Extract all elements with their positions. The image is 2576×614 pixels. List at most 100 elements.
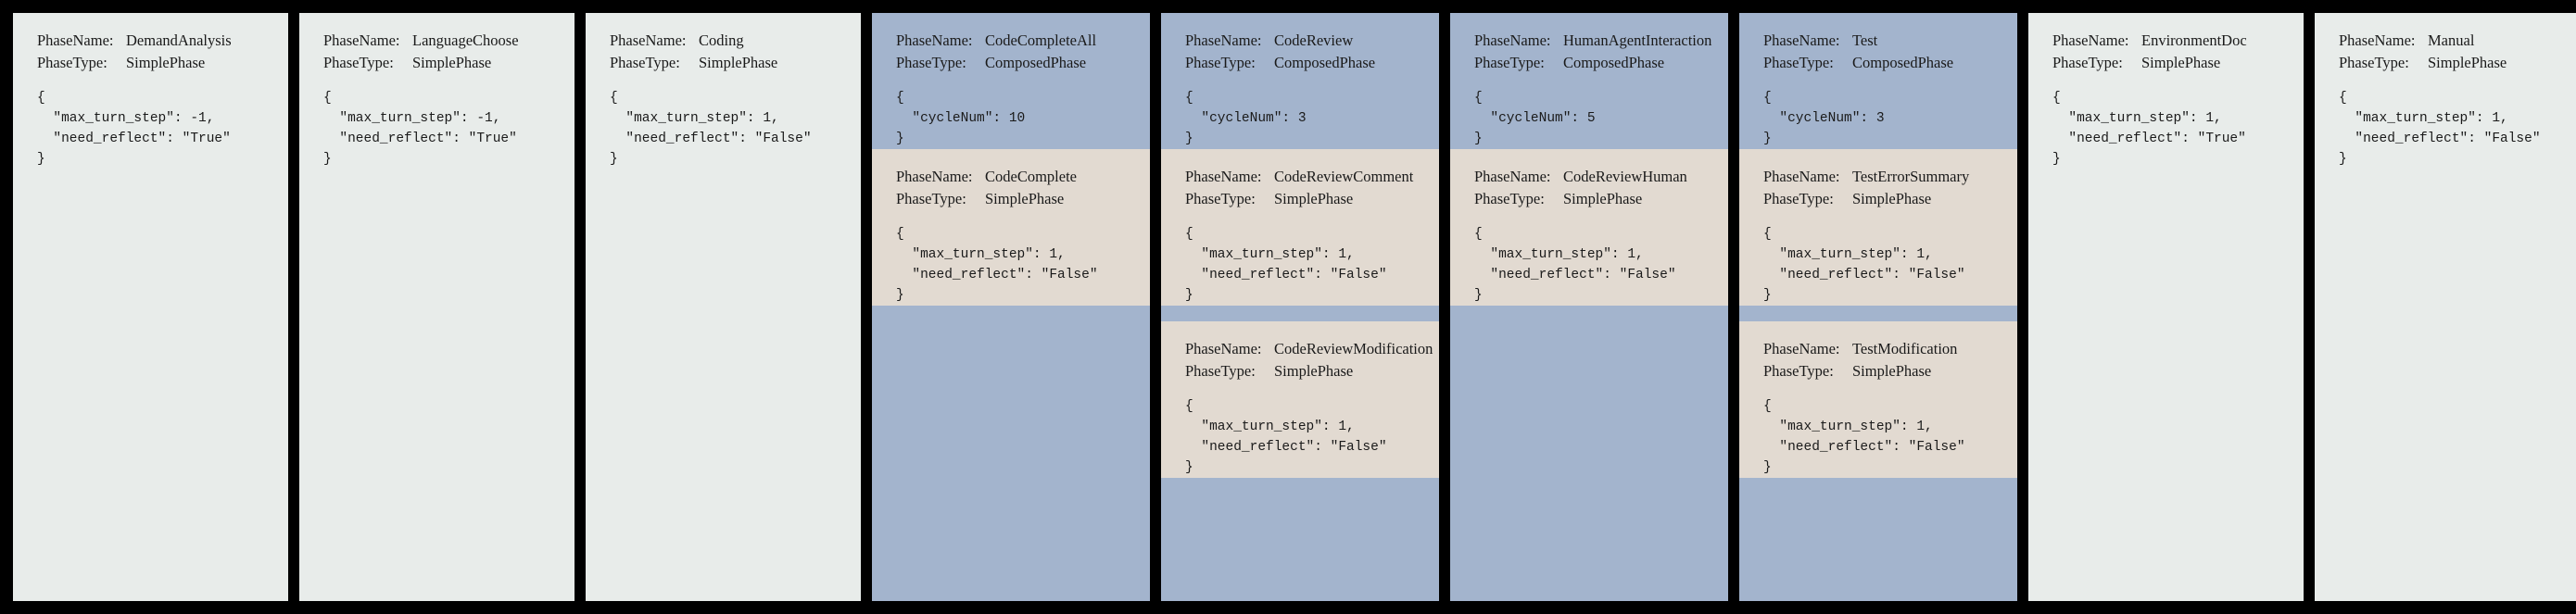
phase-config-json: { "max_turn_step": 1, "need_reflect": "F… bbox=[1474, 226, 1676, 303]
phase-type-key: PhaseType: bbox=[1763, 361, 1834, 380]
phase-panel-filler bbox=[299, 169, 575, 601]
phase-name-row: PhaseName: TestErrorSummary bbox=[1763, 166, 2017, 188]
phase-type-value: ComposedPhase bbox=[1852, 53, 1954, 71]
phase-type-key: PhaseType: bbox=[1763, 53, 1834, 71]
phase-config-json: { "cycleNum": 10 } bbox=[896, 90, 1026, 146]
phase-name-value: CodeReview bbox=[1274, 31, 1354, 49]
phase-name-key: PhaseName: bbox=[1763, 167, 1840, 185]
phase-name-value: Test bbox=[1852, 31, 1878, 49]
phase-type-row: PhaseType:SimplePhase bbox=[1763, 188, 2017, 210]
phase-name-key: PhaseName: bbox=[1185, 31, 1262, 49]
phase-name-value: HumanAgentInteraction bbox=[1563, 31, 1712, 49]
phase-config-json: { "cycleNum": 3 } bbox=[1185, 90, 1307, 146]
phase-type-key: PhaseType: bbox=[896, 189, 966, 207]
phase-type-value: ComposedPhase bbox=[1274, 53, 1376, 71]
phase-type-row: PhaseType:SimplePhase bbox=[1185, 360, 1439, 382]
phase-name-key: PhaseName: bbox=[2052, 31, 2129, 49]
phase-config-json: { "max_turn_step": 1, "need_reflect": "F… bbox=[896, 226, 1098, 303]
phase-type-row: PhaseType:SimplePhase bbox=[37, 52, 288, 74]
phase-name-key: PhaseName: bbox=[2339, 31, 2416, 49]
phase-type-row: PhaseType: SimplePhase bbox=[1185, 188, 1439, 210]
phase-type-value: SimplePhase bbox=[2141, 53, 2221, 71]
phase-type-key: PhaseType: bbox=[1763, 189, 1834, 207]
phase-config-json: { "max_turn_step": 1, "need_reflect": "F… bbox=[1763, 398, 1965, 475]
phase-name-row: PhaseName:CodeCompleteAll bbox=[896, 30, 1150, 52]
phase-config-json: { "max_turn_step": 1, "need_reflect": "F… bbox=[1185, 398, 1387, 475]
phase-type-row: PhaseType:ComposedPhase bbox=[1185, 52, 1439, 74]
phase-type-key: PhaseType: bbox=[2052, 53, 2123, 71]
phase-name-key: PhaseName: bbox=[323, 31, 400, 49]
phase-config-json: { "max_turn_step": 1, "need_reflect": "F… bbox=[1185, 226, 1387, 303]
phase-name-row: PhaseName:CodeReviewModification bbox=[1185, 338, 1439, 360]
phase-type-value: SimplePhase bbox=[1274, 189, 1354, 207]
phase-type-value: ComposedPhase bbox=[985, 53, 1087, 71]
phase-type-key: PhaseType: bbox=[896, 53, 966, 71]
phase-name-value: CodeReviewHuman bbox=[1563, 167, 1687, 185]
phase-name-value: LanguageChoose bbox=[412, 31, 519, 49]
phase-config-json: { "max_turn_step": 1, "need_reflect": "F… bbox=[2339, 90, 2541, 167]
phase-name-row: PhaseName:EnvironmentDoc bbox=[2052, 30, 2304, 52]
phase-type-row: PhaseType:SimplePhase bbox=[323, 52, 575, 74]
phase-type-key: PhaseType: bbox=[1474, 53, 1545, 71]
phase-name-value: TestErrorSummary bbox=[1852, 167, 1970, 185]
phase-name-row: PhaseName:Manual bbox=[2339, 30, 2576, 52]
phase-name-value: Coding bbox=[699, 31, 744, 49]
phase-panel-filler bbox=[1739, 477, 2017, 601]
phase-name-key: PhaseName: bbox=[1474, 31, 1551, 49]
phase-panel-filler bbox=[2315, 169, 2576, 601]
phase-type-key: PhaseType: bbox=[1185, 189, 1256, 207]
phase-name-value: CodeReviewComment bbox=[1274, 167, 1414, 185]
phase-name-key: PhaseName: bbox=[610, 31, 687, 49]
phase-name-value: DemandAnalysis bbox=[126, 31, 232, 49]
phase-config-json: { "max_turn_step": -1, "need_reflect": "… bbox=[323, 90, 517, 167]
phase-type-key: PhaseType: bbox=[610, 53, 680, 71]
phase-config-json: { "cycleNum": 5 } bbox=[1474, 90, 1596, 146]
phase-name-row: PhaseName:CodeReviewComment bbox=[1185, 166, 1439, 188]
phase-config-json: { "max_turn_step": -1, "need_reflect": "… bbox=[37, 90, 231, 167]
phase-name-value: TestModification bbox=[1852, 339, 1958, 357]
phase-name-row: PhaseName: HumanAgentInteraction bbox=[1474, 30, 1728, 52]
phase-type-key: PhaseType: bbox=[1474, 189, 1545, 207]
phase-type-row: PhaseType: ComposedPhase bbox=[896, 52, 1150, 74]
phase-type-row: PhaseType:SimplePhase bbox=[896, 188, 1150, 210]
phase-type-key: PhaseType: bbox=[1185, 361, 1256, 380]
phase-type-key: PhaseType: bbox=[323, 53, 394, 71]
phase-name-key: PhaseName: bbox=[37, 31, 114, 49]
phase-type-row: PhaseType:SimplePhase bbox=[2339, 52, 2576, 74]
